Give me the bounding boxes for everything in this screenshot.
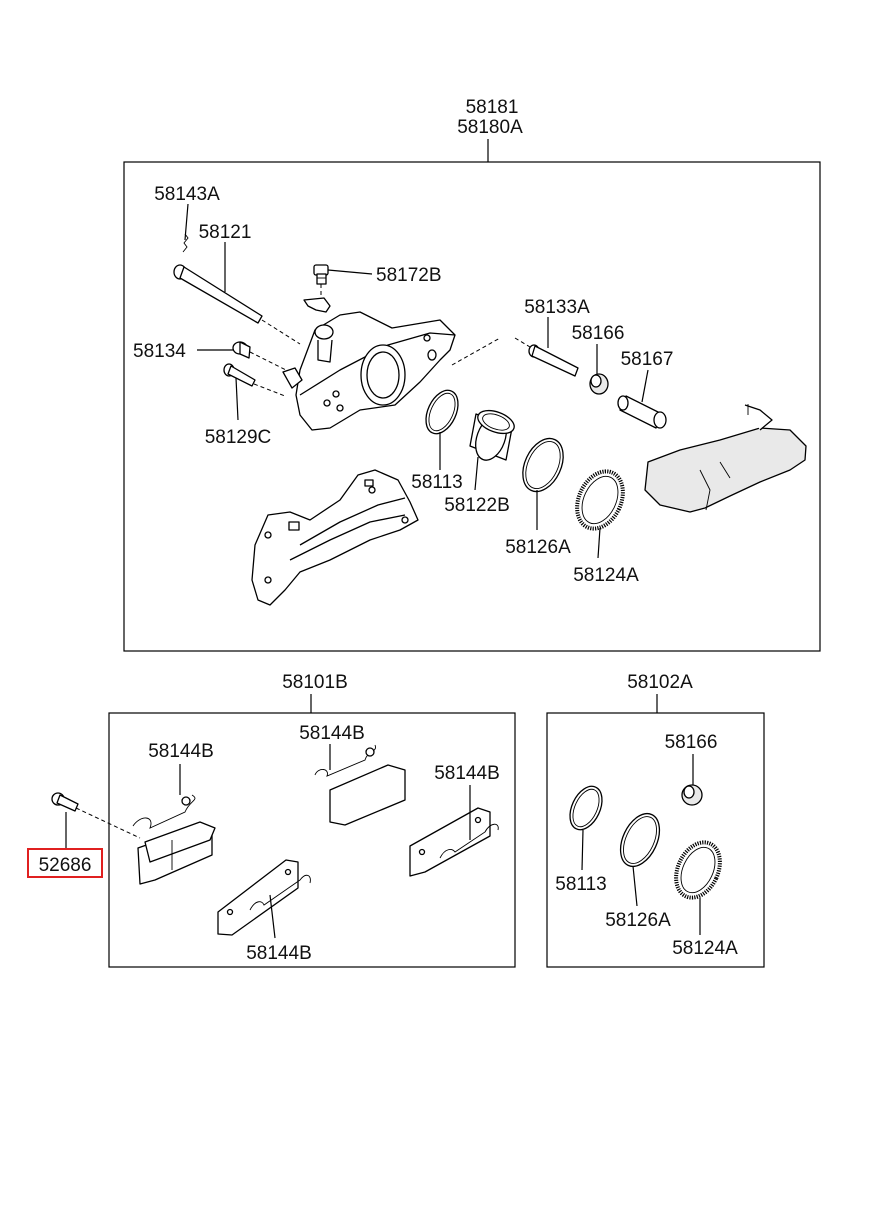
- outer-pad-drawing: [644, 404, 807, 513]
- pad-kit-frame: [108, 712, 516, 968]
- brake-pad-1-drawing: [132, 794, 216, 885]
- kit-ring-58124A-drawing: [674, 840, 722, 900]
- bolt-52686-drawing: [51, 792, 141, 839]
- bolt-58133A-drawing: [514, 337, 579, 377]
- dust-boot-58126A-drawing: [522, 437, 564, 493]
- tone-ring-58124A-drawing: [575, 469, 625, 531]
- kit-seal-58113-drawing: [569, 785, 603, 831]
- bush-58134-drawing: [232, 341, 291, 373]
- group-label-58102A: 58102A: [627, 672, 693, 693]
- sleeve-58167-drawing: [617, 395, 667, 429]
- piston-seal-58113-drawing: [425, 389, 459, 435]
- part-label-58144B-4[interactable]: 58144B: [246, 943, 312, 964]
- kit-part-label-58113[interactable]: 58113: [555, 874, 606, 895]
- part-label-58166[interactable]: 58166: [572, 323, 625, 344]
- group-label-58180A: 58180A: [457, 117, 523, 138]
- caliper-housing-drawing: [282, 311, 501, 431]
- boot-58166-drawing: [589, 373, 609, 395]
- kit-part-label-58166[interactable]: 58166: [665, 732, 718, 753]
- spring-plate-drawing: [303, 297, 331, 313]
- bleeder-screw-58172B-drawing: [313, 264, 329, 296]
- part-label-58143A[interactable]: 58143A: [154, 184, 220, 205]
- part-label-52686[interactable]: 52686: [39, 855, 92, 876]
- kit-part-label-58126A[interactable]: 58126A: [605, 910, 671, 931]
- kit-boot-58166-drawing: [681, 784, 703, 806]
- part-label-58126A[interactable]: 58126A: [505, 537, 571, 558]
- part-label-58167[interactable]: 58167: [621, 349, 674, 370]
- part-label-58133A[interactable]: 58133A: [524, 297, 590, 318]
- brake-pad-2-drawing: [314, 744, 406, 826]
- highlight-box-52686: [27, 848, 103, 878]
- caliper-bracket-drawing: [251, 469, 419, 606]
- seal-kit-frame: [546, 712, 765, 968]
- part-label-58172B[interactable]: 58172B: [376, 265, 442, 286]
- brake-pad-3-drawing: [409, 807, 499, 877]
- brake-pad-4-drawing: [217, 859, 311, 936]
- part-label-58134[interactable]: 58134: [133, 341, 186, 362]
- group-label-58101B: 58101B: [282, 672, 348, 693]
- kit-boot-58126A-drawing: [619, 812, 661, 868]
- kit-part-label-58124A[interactable]: 58124A: [672, 938, 738, 959]
- clip-58143A-drawing: [182, 233, 189, 253]
- part-label-58129C[interactable]: 58129C: [205, 427, 272, 448]
- leader-lines: [65, 203, 701, 939]
- guide-pin-58121-drawing: [173, 264, 301, 345]
- piston-58122B-drawing: [469, 409, 515, 461]
- part-label-58113[interactable]: 58113: [411, 472, 462, 493]
- part-label-58144B-3[interactable]: 58144B: [434, 763, 500, 784]
- part-label-58144B-2[interactable]: 58144B: [299, 723, 365, 744]
- part-label-58122B[interactable]: 58122B: [444, 495, 510, 516]
- part-label-58144B-1[interactable]: 58144B: [148, 741, 214, 762]
- part-label-58121[interactable]: 58121: [199, 222, 252, 243]
- group-label-58181: 58181: [466, 97, 519, 118]
- part-label-58124A[interactable]: 58124A: [573, 565, 639, 586]
- caliper-assembly-frame: [123, 161, 821, 652]
- bolt-58129C-drawing: [223, 363, 286, 397]
